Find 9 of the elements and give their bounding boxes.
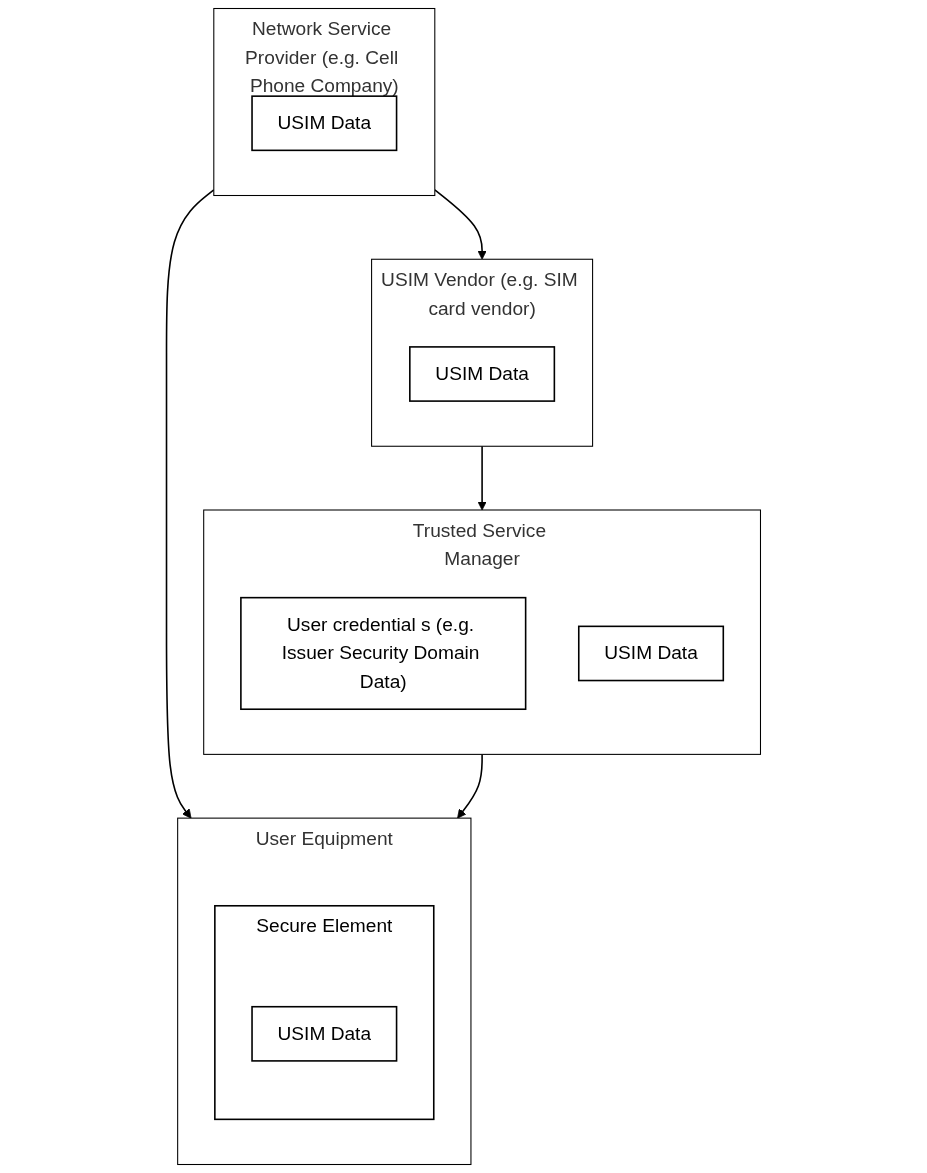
node-box: USIM Data [577,625,725,682]
node-box: USIM Data [409,346,556,402]
node-box: User credential s (e.g. Issuer Security Domain Data) [240,596,527,710]
arrow [165,189,215,819]
arrow [457,753,483,819]
arrow [434,189,487,260]
arrow [477,445,487,511]
node-box: USIM Data [251,1005,398,1062]
node-box: USIM Data [251,95,398,152]
